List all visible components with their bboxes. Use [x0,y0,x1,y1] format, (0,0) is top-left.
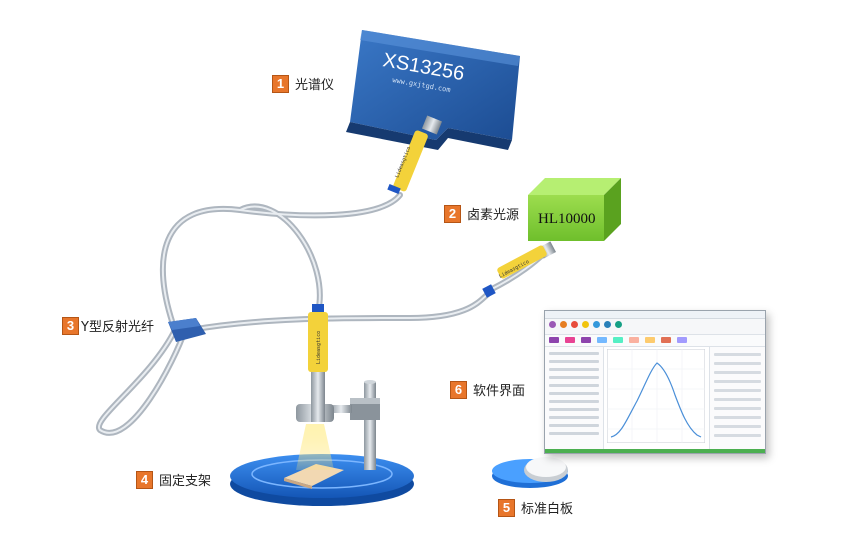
reflection-probe: Lideasgtico [308,304,328,422]
callout-number: 4 [136,470,153,489]
spectrum-plot [607,349,705,443]
spectrometer: XS13256 www.gxjtgd.com [346,30,520,150]
secondary-toolbar [545,335,765,347]
callout-label: 标准白板 [521,502,574,517]
y-splitter [168,318,206,342]
callout-number: 2 [444,204,461,223]
callout-software: 6 软件界面 [450,380,525,399]
callout-number: 1 [272,74,289,93]
callout-white-board: 5 标准白板 [498,498,573,517]
connector-text-3: Lideasgtico [316,331,322,364]
callout-number: 5 [498,498,515,517]
callout-number: 6 [450,380,467,399]
software-interface [544,310,766,454]
spectrum-curve [610,362,702,438]
callout-spectrometer: 1 光谱仪 [272,74,334,93]
callout-y-fiber: 3 Y型反射光纤 [62,316,154,335]
callout-number: 3 [62,316,79,335]
callout-label: Y型反射光纤 [81,320,154,335]
results-panel [709,347,765,449]
window-titlebar [545,311,765,319]
light-source-fiber-connector: Lideasgtico [482,241,556,298]
light-source-model: HL10000 [538,211,596,227]
callout-light-source: 2 卤素光源 [444,204,519,223]
callout-label: 固定支架 [159,474,212,489]
callout-stand: 4 固定支架 [136,470,211,489]
status-bar [545,449,765,453]
callout-label: 卤素光源 [467,208,520,223]
standard-white-board [492,457,568,488]
halogen-light-source: HL10000 [528,178,621,241]
callout-label: 软件界面 [473,384,526,399]
settings-panel [545,347,604,449]
toolbar [545,319,765,335]
callout-label: 光谱仪 [295,78,335,93]
fiber-cable [95,192,551,436]
